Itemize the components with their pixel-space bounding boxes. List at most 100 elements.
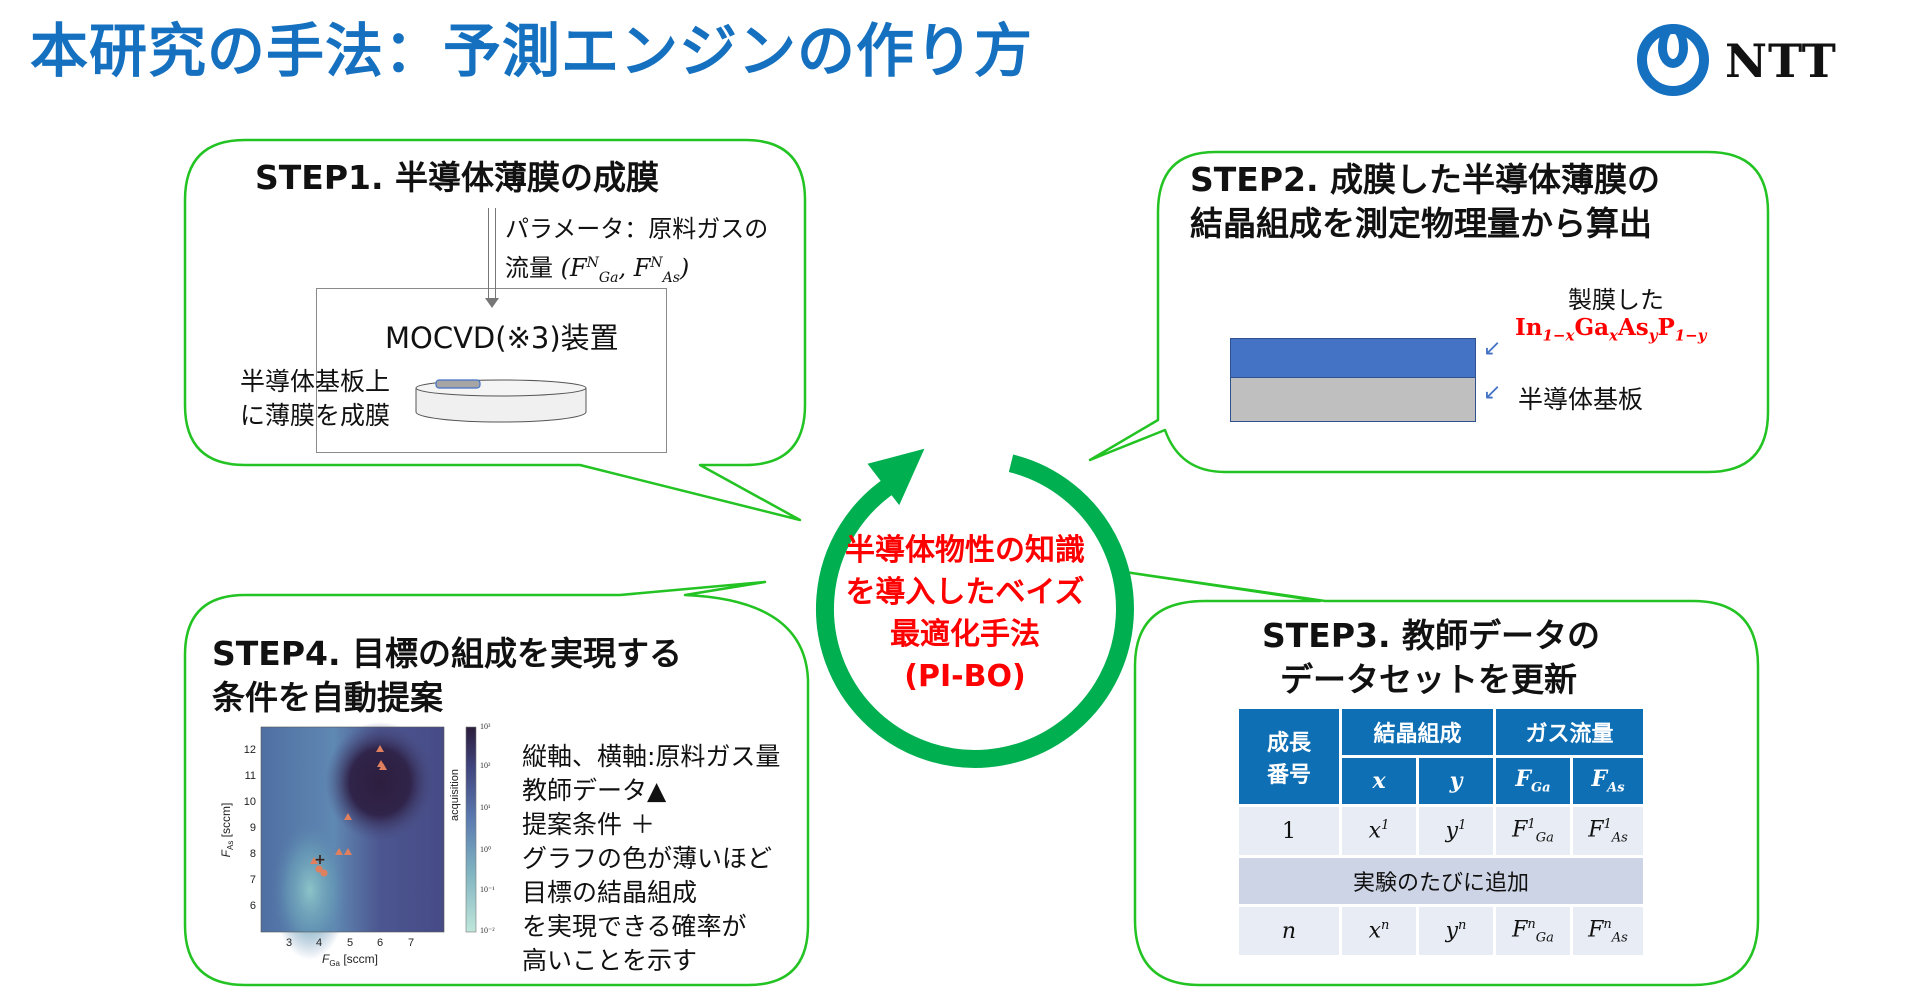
step3-title-line1: STEP3. 教師データの — [1262, 616, 1600, 655]
svg-text:10⁻²: 10⁻² — [480, 926, 495, 935]
header-fga-sub: Ga — [1531, 780, 1551, 796]
row-id: 1 — [1239, 807, 1339, 855]
step1-param-flow-label: 流量 — [505, 254, 553, 282]
header-fas-symbol: F — [1591, 766, 1608, 793]
training-data-table: 成長番号 結晶組成 ガス流量 x y FGa FAs 1 x1 y1 F1Ga … — [1236, 706, 1646, 958]
svg-text:10: 10 — [244, 796, 256, 808]
cell-fas: F1As — [1573, 807, 1643, 855]
film-caption: 製膜した — [1568, 286, 1664, 314]
cell-fas-sup: n — [1603, 916, 1612, 932]
svg-text:10¹: 10¹ — [480, 803, 491, 812]
film-formula: In1−xGaxAsyP1−y — [1515, 314, 1707, 345]
colorbar-label: acquisition — [449, 769, 461, 821]
svg-text:10²: 10² — [480, 761, 491, 770]
table-row: n xn yn FnGa FnAs — [1239, 907, 1643, 955]
cell-x: xn — [1342, 907, 1416, 955]
header-growth-l1: 成長 — [1266, 730, 1311, 756]
svg-text:6: 6 — [377, 937, 383, 949]
header-crystal-composition: 結晶組成 — [1342, 709, 1493, 755]
cell-x-symbol: x — [1368, 818, 1382, 844]
cell-fga-sup: 1 — [1527, 816, 1536, 832]
step4-title-line1: STEP4. 目標の組成を実現する — [212, 634, 682, 673]
add-per-experiment-label: 実験のたびに追加 — [1239, 858, 1643, 904]
cell-fga-sup: n — [1527, 916, 1536, 932]
cell-x-sup: 1 — [1381, 818, 1390, 834]
table-row: 1 x1 y1 F1Ga F1As — [1239, 807, 1643, 855]
cell-fga: F1Ga — [1496, 807, 1570, 855]
method-line4: (PI-BO) — [904, 659, 1026, 694]
method-label: 半導体物性の知識 を導入したベイズ 最適化手法 (PI-BO) — [800, 530, 1130, 698]
description-line: グラフの色が薄いほど — [522, 844, 773, 873]
step4-description: 縦軸、横軸:原料ガス量 教師データ▲ 提案条件 ＋ グラフの色が薄いほど 目標の… — [522, 740, 780, 978]
substrate-layer — [1230, 378, 1476, 422]
header-x: x — [1342, 758, 1416, 804]
ntt-logo-drop-icon — [1658, 24, 1688, 68]
colorbar-ticks: 10³ 10² 10¹ 10⁰ 10⁻¹ 10⁻² — [480, 722, 495, 935]
cell-x: x1 — [1342, 807, 1416, 855]
cell-fga: FnGa — [1496, 907, 1570, 955]
cell-y-symbol: y — [1445, 918, 1459, 944]
svg-text:11: 11 — [245, 770, 256, 782]
method-line2: を導入したベイズ — [845, 575, 1085, 610]
table-add-row: 実験のたびに追加 — [1239, 858, 1643, 904]
header-y: y — [1419, 758, 1493, 804]
ntt-logo: NTT — [1625, 18, 1836, 103]
svg-text:3: 3 — [286, 937, 292, 949]
header-growth-l2: 番号 — [1266, 762, 1311, 788]
cell-x-symbol: x — [1368, 918, 1382, 944]
row-id: n — [1239, 907, 1339, 955]
thin-film-layer — [1230, 338, 1476, 378]
svg-text:8: 8 — [250, 848, 256, 860]
svg-text:12: 12 — [244, 744, 256, 756]
cell-y: yn — [1419, 907, 1493, 955]
svg-text:9: 9 — [250, 822, 256, 834]
step1-param-line2: 流量 (FNGa, FNAs) — [505, 246, 768, 295]
y-axis-ticks: 12 11 10 9 8 7 6 — [244, 744, 256, 912]
step1-param-line1: パラメータ：原料ガスの — [505, 215, 769, 243]
substrate-label: 半導体基板 — [1518, 385, 1644, 414]
description-line: 提案条件 ＋ — [522, 810, 655, 839]
substrate-pointer-arrow-icon: ↙ — [1483, 380, 1502, 405]
step3-title-line2: データセットを更新 — [1280, 660, 1577, 699]
description-line: 目標の結晶組成 — [522, 878, 698, 907]
header-growth-number: 成長番号 — [1239, 709, 1339, 804]
header-fga: FGa — [1496, 758, 1570, 804]
header-fga-symbol: F — [1515, 766, 1532, 793]
film-pointer-arrow-icon: ↙ — [1483, 336, 1502, 361]
substrate-film-label: 半導体基板上 に薄膜を成膜 — [240, 365, 390, 433]
gas-flow-arrow-head-icon — [485, 298, 499, 308]
y-axis-label: FAs [sccm] — [219, 803, 235, 858]
svg-text:5: 5 — [347, 937, 353, 949]
cell-y-sup: 1 — [1458, 818, 1467, 834]
svg-text:10⁻¹: 10⁻¹ — [480, 885, 495, 894]
ntt-logo-text: NTT — [1725, 34, 1837, 88]
table-header-row: 成長番号 結晶組成 ガス流量 — [1239, 709, 1643, 804]
method-line3: 最適化手法 — [890, 617, 1040, 652]
cell-x-sup: n — [1381, 918, 1390, 934]
step2-title-line2: 結晶組成を測定物理量から算出 — [1190, 204, 1652, 243]
svg-text:4: 4 — [316, 937, 322, 949]
svg-text:7: 7 — [408, 937, 414, 949]
cell-y: y1 — [1419, 807, 1493, 855]
substrate-label-line2: に薄膜を成膜 — [240, 401, 391, 430]
cell-fas: FnAs — [1573, 907, 1643, 955]
cell-y-sup: n — [1458, 918, 1467, 934]
method-line1: 半導体物性の知識 — [845, 533, 1085, 568]
step1-parameter-label: パラメータ：原料ガスの 流量 (FNGa, FNAs) — [505, 212, 768, 295]
cycle-arrow-icon — [816, 448, 1134, 768]
step2-title-line1: STEP2. 成膜した半導体薄膜の — [1190, 160, 1660, 199]
svg-text:10³: 10³ — [480, 722, 491, 731]
substrate-label-line1: 半導体基板上 — [240, 367, 391, 396]
description-line: 縦軸、横軸:原料ガス量 — [522, 742, 781, 771]
svg-text:10⁰: 10⁰ — [480, 845, 491, 854]
header-fas-sub: As — [1607, 780, 1625, 796]
cell-y-symbol: y — [1445, 818, 1459, 844]
susceptor-disk-icon — [415, 379, 587, 423]
description-line: 高いことを示す — [522, 946, 698, 975]
mocvd-label: MOCVD(※3)装置 — [385, 321, 619, 355]
step4-title-line2: 条件を自動提案 — [212, 678, 443, 717]
page-title: 本研究の手法：予測エンジンの作り方 — [30, 17, 1034, 85]
step1-param-math: (FNGa, FNAs) — [560, 254, 690, 286]
svg-text:6: 6 — [250, 900, 256, 912]
header-gas-flow: ガス流量 — [1496, 709, 1643, 755]
